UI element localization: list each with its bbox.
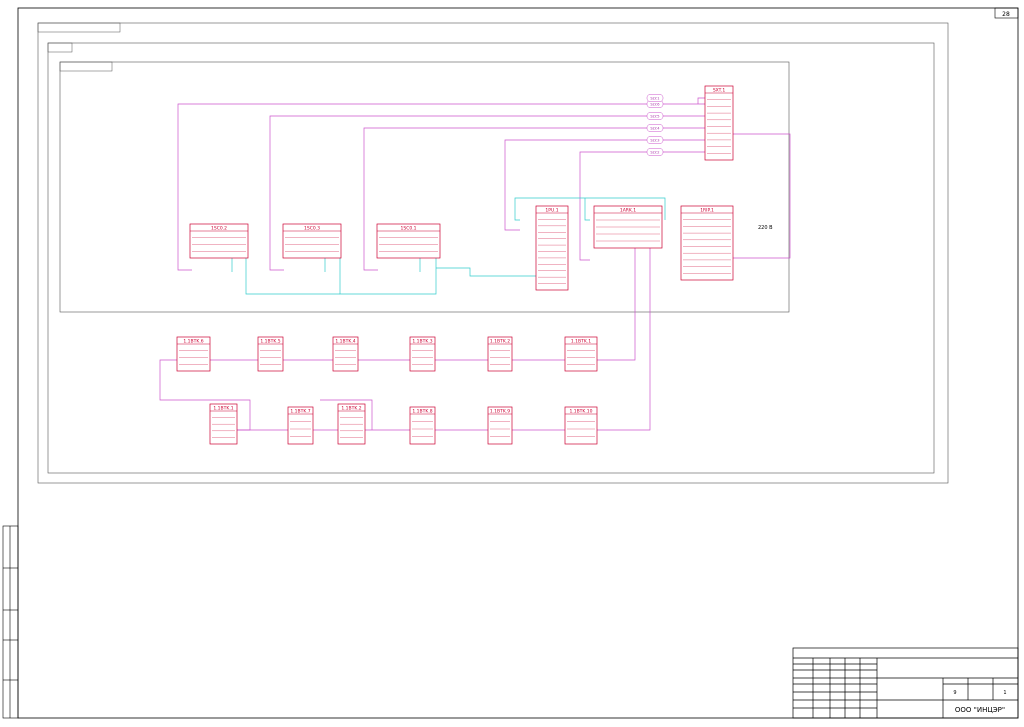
equipment-label: 1RIP.1 xyxy=(700,208,714,214)
equipment-kpu1: 1PU.1 xyxy=(535,205,569,291)
equipment-box xyxy=(409,406,436,445)
equipment-label: 1.1BTK.7 xyxy=(290,409,310,415)
equipment-group: SXT.1 1SC0.2 1SC0.3 1SC0.1 1PU.1 1ARK.1 1RIP.1… xyxy=(176,85,734,445)
equipment-bb6: 1.1BTK.10 xyxy=(564,406,598,445)
floor-title-tab xyxy=(47,42,73,53)
equipment-bb1: 1.1BTK.1 xyxy=(209,403,238,445)
building-frame xyxy=(37,22,949,484)
equipment-box xyxy=(332,336,359,372)
equipment-label: SXT.1 xyxy=(713,88,726,94)
equipment-kpu2: 1ARK.1 xyxy=(593,205,663,249)
equipment-label: 1SC0.2 xyxy=(211,226,227,232)
cable-tag-label: SLY.1 xyxy=(650,96,660,101)
left-stamp xyxy=(2,525,19,719)
cable-tag-frame xyxy=(646,124,664,132)
organization: ООО "ИНЦЭР" xyxy=(955,706,1005,714)
equipment-box xyxy=(535,205,569,291)
equipment-box xyxy=(287,406,314,445)
equipment-label: 1SC0.3 xyxy=(304,226,320,232)
cable-tag-frame xyxy=(646,148,664,156)
equipment-box xyxy=(409,336,436,372)
title-block xyxy=(792,647,1019,719)
cable-wires xyxy=(159,97,791,431)
equipment-bb4: 1.1BTK.8 xyxy=(409,406,436,445)
equipment-box xyxy=(282,223,342,259)
equipment-s3: 1SC0.1 xyxy=(376,223,441,259)
cable-tag-frame xyxy=(646,136,664,144)
equipment-sxt1: SXT.1 xyxy=(704,85,734,161)
cable-tag-label: SLY.5 xyxy=(650,114,660,119)
equipment-box xyxy=(176,336,211,372)
equipment-box xyxy=(704,85,734,161)
cable-tag: SLY.5 xyxy=(646,112,664,120)
equipment-label: 1.1BTK.3 xyxy=(412,339,432,345)
equipment-box xyxy=(376,223,441,259)
equipment-s2: 1SC0.3 xyxy=(282,223,342,259)
equipment-ba4: 1.1BTK.3 xyxy=(409,336,436,372)
equipment-box xyxy=(564,336,598,372)
sheet-no: 9 xyxy=(953,690,956,696)
equipment-bb2: 1.1BTK.7 xyxy=(287,406,314,445)
equipment-box xyxy=(487,336,513,372)
equipment-bb3: 1.1BTK.2 xyxy=(337,403,366,445)
equipment-box xyxy=(564,406,598,445)
equipment-kpu3: 1RIP.1 xyxy=(680,205,734,281)
equipment-label: 1.1BTK.1 xyxy=(571,339,591,345)
equipment-label: 1.1BTK.10 xyxy=(569,409,592,415)
cable-tag-label: SLY.3 xyxy=(650,138,660,143)
sheet-border xyxy=(17,7,1019,719)
equipment-label: 1.1BTK.1 xyxy=(213,406,233,412)
equipment-box xyxy=(680,205,734,281)
equipment-label: 1.1BTK.4 xyxy=(335,339,355,345)
equipment-label: 1.1BTK.6 xyxy=(183,339,203,345)
cable-tag: SLY.2 xyxy=(646,148,664,156)
cable-tag-frame xyxy=(646,94,664,102)
equipment-s1: 1SC0.2 xyxy=(189,223,249,259)
equipment-label: 1.1BTK.8 xyxy=(412,409,432,415)
equipment-box xyxy=(257,336,284,372)
cable-tag-label: SLY.6 xyxy=(650,102,660,107)
equipment-bb5: 1.1BTK.9 xyxy=(487,406,513,445)
page-number-box xyxy=(994,7,1019,19)
equipment-ba5: 1.1BTK.2 xyxy=(487,336,513,372)
equipment-label: 1ARK.1 xyxy=(620,208,636,214)
cable-tag-frame xyxy=(646,112,664,120)
equipment-label: 1PU.1 xyxy=(545,208,558,214)
cable-tag-label: SLY.2 xyxy=(650,150,660,155)
equipment-box xyxy=(487,406,513,445)
equipment-label: 1SC0.1 xyxy=(400,226,416,232)
page-number: 28 xyxy=(1002,11,1010,18)
equipment-ba6: 1.1BTK.1 xyxy=(564,336,598,372)
sheets-total: 1 xyxy=(1003,690,1006,696)
equipment-label: 1.1BTK.2 xyxy=(490,339,510,345)
equipment-ba1: 1.1BTK.6 xyxy=(176,336,211,372)
building-title-tab xyxy=(37,22,121,33)
equipment-ba2: 1.1BTK.5 xyxy=(257,336,284,372)
equipment-box xyxy=(189,223,249,259)
cable-tag: SLY.1 xyxy=(646,94,664,102)
cable-tag-label: SLY.4 xyxy=(650,126,660,131)
power-label: 220 В xyxy=(758,225,773,231)
equipment-ba3: 1.1BTK.4 xyxy=(332,336,359,372)
cable-tag: SLY.3 xyxy=(646,136,664,144)
equipment-label: 1.1BTK.5 xyxy=(260,339,280,345)
cabinet-frame xyxy=(59,61,790,313)
cable-tag: SLY.4 xyxy=(646,124,664,132)
cabinet-title-tab xyxy=(59,61,113,72)
floor-frame xyxy=(47,42,935,474)
interface-wires xyxy=(231,197,666,295)
equipment-label: 1.1BTK.9 xyxy=(490,409,510,415)
equipment-label: 1.1BTK.2 xyxy=(341,406,361,412)
